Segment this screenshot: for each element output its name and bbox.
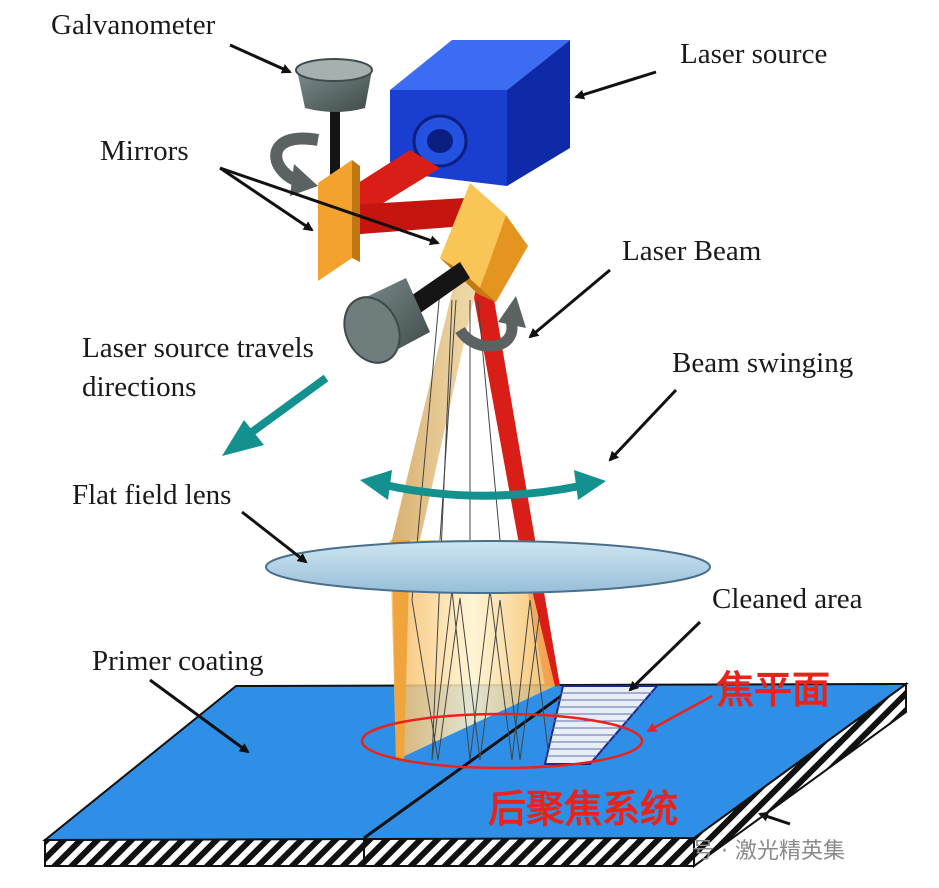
- label-primer-coating: Primer coating: [92, 645, 264, 677]
- mirror-left: [318, 160, 360, 281]
- label-laser-source: Laser source: [680, 38, 827, 70]
- watermark: 号 · 激光精英集: [692, 839, 845, 864]
- galvanometer-bottom: [343, 262, 470, 364]
- label-travel-line1: Laser source travels: [82, 332, 314, 364]
- label-laser-beam: Laser Beam: [622, 235, 762, 267]
- annotation-post-focus-system: 后聚焦系统: [488, 787, 678, 831]
- label-travel-line2: directions: [82, 371, 196, 403]
- label-galvanometer: Galvanometer: [51, 9, 216, 41]
- scanning-beam-cone: [390, 280, 555, 761]
- label-mirrors: Mirrors: [100, 135, 189, 167]
- focal-plane-leader: [646, 694, 713, 733]
- cleaned-area: [543, 685, 660, 765]
- label-beam-swinging: Beam swinging: [672, 347, 853, 379]
- rotation-arrow-top-icon: [270, 132, 320, 196]
- label-flat-field-lens: Flat field lens: [72, 479, 231, 511]
- label-cleaned-area: Cleaned area: [712, 583, 863, 615]
- travel-direction-arrow-icon: [222, 374, 329, 456]
- flat-field-lens: [265, 540, 711, 594]
- galvanometer-top: [295, 58, 373, 175]
- annotation-focal-plane: 焦平面: [716, 668, 830, 712]
- primer-coated-plate: [42, 682, 910, 868]
- beam-swinging-arrow-icon: [360, 470, 606, 500]
- focal-plane-ellipse: [360, 712, 644, 770]
- rotation-arrow-bottom-icon: [455, 296, 526, 352]
- leader-arrows: [149, 43, 791, 826]
